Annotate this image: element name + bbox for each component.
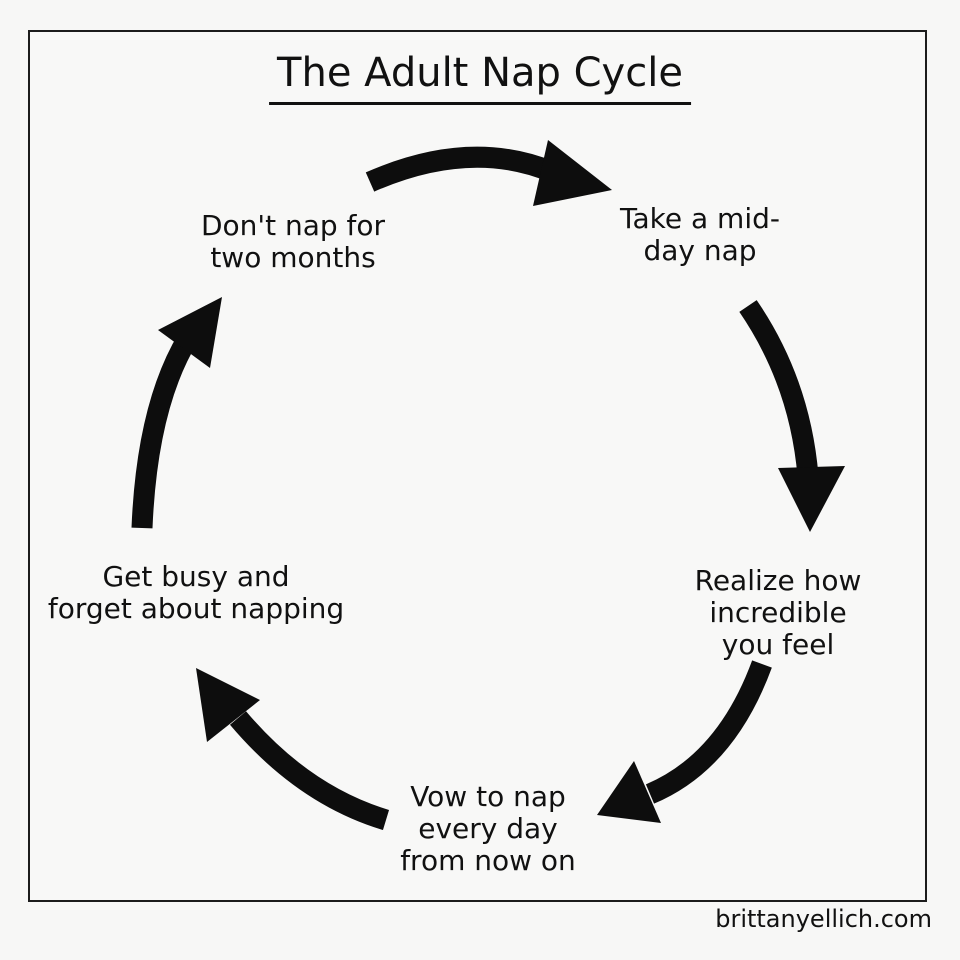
cycle-step-vow: Vow to nap every day from now on bbox=[400, 780, 576, 878]
curved-arrow-icon-get-busy-to-dont-nap bbox=[131, 297, 222, 529]
curved-arrow-icon-realize-to-vow bbox=[597, 660, 772, 823]
cycle-step-take-nap: Take a mid- day nap bbox=[620, 202, 780, 268]
cycle-step-dont-nap: Don't nap for two months bbox=[200, 209, 386, 275]
watermark: brittanyellich.com bbox=[715, 905, 932, 933]
curved-arrow-icon-dont-nap-to-take-nap bbox=[365, 140, 612, 206]
curved-arrow-icon-take-nap-to-realize bbox=[739, 300, 845, 532]
page-title: The Adult Nap Cycle bbox=[269, 50, 691, 105]
cycle-step-get-busy: Get busy and forget about napping bbox=[47, 560, 345, 626]
cycle-step-realize: Realize how incredible you feel bbox=[694, 564, 862, 662]
curved-arrow-icon-vow-to-get-busy bbox=[196, 668, 390, 831]
figure-border bbox=[28, 30, 927, 902]
